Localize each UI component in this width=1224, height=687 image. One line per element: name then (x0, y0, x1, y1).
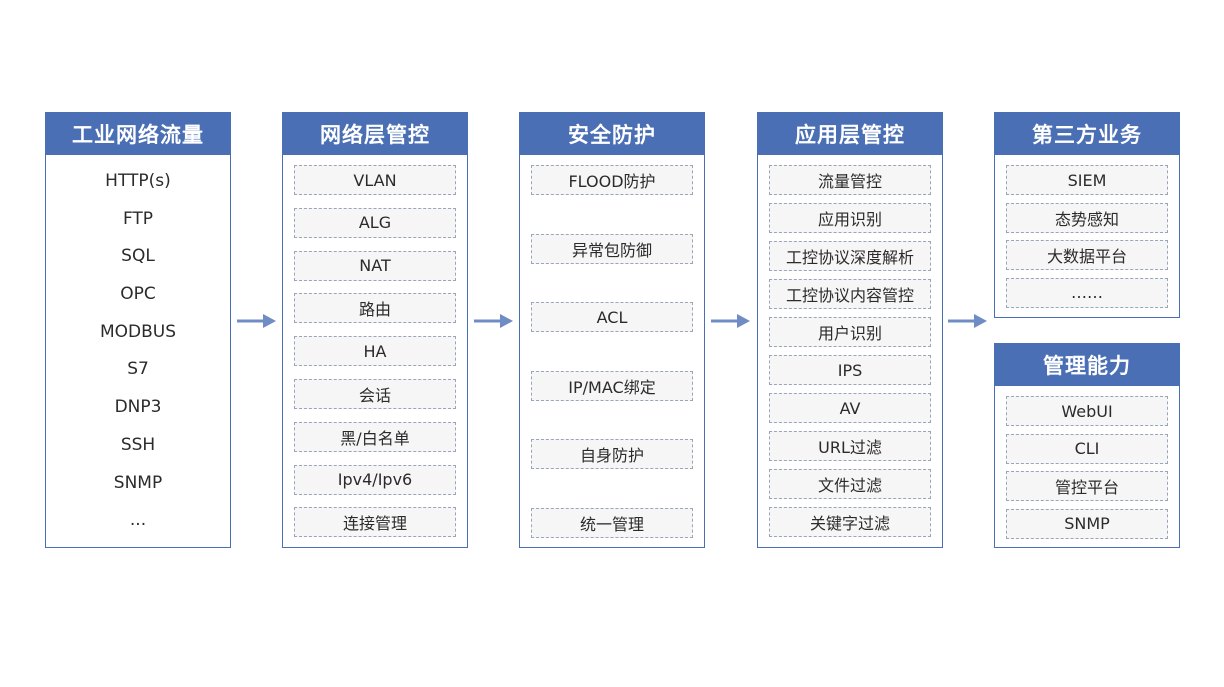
application-item: 流量管控 (769, 165, 931, 195)
management-item: CLI (1006, 433, 1168, 464)
network-item: 黑/白名单 (294, 421, 456, 452)
application-item: 工控协议深度解析 (769, 241, 931, 271)
management-item: WebUI (1006, 396, 1168, 426)
security-item: ACL (531, 302, 693, 333)
network-item: Ipv4/Ipv6 (294, 464, 456, 495)
network-item: HA (294, 336, 456, 367)
flow-arrow-icon (237, 314, 276, 328)
traffic-column-title: 工业网络流量 (46, 113, 230, 155)
security-column: 安全防护 FLOOD防护 异常包防御 ACL IP/MAC绑定 自身防护 统一管… (519, 112, 705, 548)
network-column: 网络层管控 VLAN ALG NAT 路由 HA 会话 黑/白名单 Ipv4/I… (282, 112, 468, 548)
application-item: 用户识别 (769, 317, 931, 347)
security-item: IP/MAC绑定 (531, 370, 693, 401)
application-item: URL过滤 (769, 431, 931, 461)
management-column: 管理能力 WebUI CLI 管控平台 SNMP (994, 343, 1180, 548)
third-party-item: …… (1006, 277, 1168, 308)
application-column-title: 应用层管控 (758, 113, 942, 155)
traffic-column: 工业网络流量 HTTP(s) FTP SQL OPC MODBUS S7 DNP… (45, 112, 231, 548)
flow-arrow-icon (474, 314, 513, 328)
traffic-item: SNMP (113, 472, 163, 493)
management-item: 管控平台 (1006, 471, 1168, 501)
traffic-item: FTP (122, 208, 154, 229)
network-item: NAT (294, 250, 456, 281)
network-item: VLAN (294, 165, 456, 195)
network-item: ALG (294, 207, 456, 238)
application-item: AV (769, 393, 931, 423)
third-party-item: 态势感知 (1006, 202, 1168, 233)
traffic-item: OPC (120, 284, 156, 305)
traffic-item: S7 (127, 359, 149, 380)
third-party-item: SIEM (1006, 165, 1168, 195)
traffic-item: HTTP(s) (105, 171, 171, 191)
third-party-item: 大数据平台 (1006, 240, 1168, 270)
traffic-item: DNP3 (114, 397, 162, 418)
application-item: IPS (769, 355, 931, 385)
flow-arrow-icon (711, 314, 750, 328)
security-item: 异常包防御 (531, 233, 693, 264)
application-column: 应用层管控 流量管控 应用识别 工控协议深度解析 工控协议内容管控 用户识别 I… (757, 112, 943, 548)
network-item: 路由 (294, 293, 456, 324)
traffic-item: SSH (120, 434, 156, 455)
application-item: 关键字过滤 (769, 507, 931, 537)
security-column-title: 安全防护 (520, 113, 704, 155)
application-item: 工控协议内容管控 (769, 279, 931, 309)
traffic-item: SQL (121, 246, 155, 267)
application-item: 文件过滤 (769, 469, 931, 499)
third-party-column: 第三方业务 SIEM 态势感知 大数据平台 …… (994, 112, 1180, 318)
network-item: 连接管理 (294, 507, 456, 538)
security-item: 统一管理 (531, 507, 693, 538)
application-item: 应用识别 (769, 203, 931, 233)
network-item: 会话 (294, 378, 456, 409)
flow-arrow-icon (948, 314, 987, 328)
traffic-item: ... (129, 510, 147, 531)
security-item: 自身防护 (531, 439, 693, 470)
management-column-title: 管理能力 (995, 344, 1179, 386)
management-item: SNMP (1006, 508, 1168, 539)
traffic-item: MODBUS (99, 321, 177, 342)
network-column-title: 网络层管控 (283, 113, 467, 155)
security-item: FLOOD防护 (531, 165, 693, 195)
third-party-column-title: 第三方业务 (995, 113, 1179, 155)
